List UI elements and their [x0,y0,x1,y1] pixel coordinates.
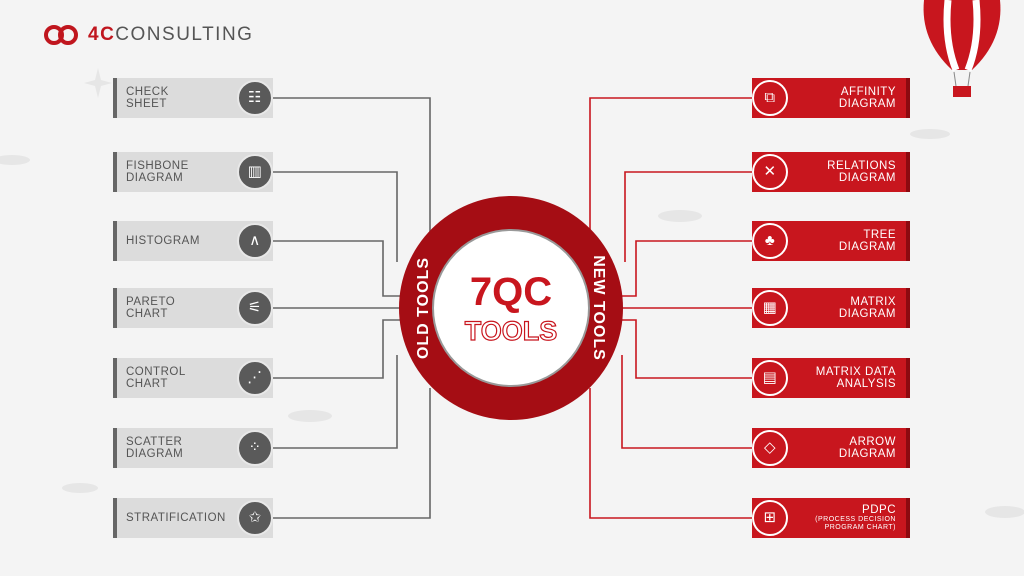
new-tool-item[interactable]: ⧉ AFFINITY DIAGRAM [752,78,910,118]
grid-icon: ▦ [752,290,788,326]
tool-label: ARROW DIAGRAM [838,436,896,460]
brand-name: 4CCONSULTING [88,24,254,45]
logo-icon [44,25,78,45]
new-tool-item[interactable]: ▤ MATRIX DATA ANALYSIS [752,358,910,398]
chat-star-icon: ✩ [237,500,273,536]
tool-label: AFFINITY DIAGRAM [838,86,896,110]
control-chart-icon: ⋰ [237,360,273,396]
new-tool-item[interactable]: ✕ RELATIONS DIAGRAM [752,152,910,192]
histogram-icon: ∧ [237,223,273,259]
scatter-icon: ⁘ [237,430,273,466]
flowchart-icon: ⊞ [752,500,788,536]
tool-label: RELATIONS DIAGRAM [827,160,896,184]
old-tools-label: OLD TOOLS [415,257,432,359]
tool-sublabel: (PROCESS DECISION PROGRAM CHART) [815,516,896,531]
network-icon: ✕ [752,154,788,190]
tool-label: TREE DIAGRAM [838,229,896,253]
tool-label: PARETO CHART [126,296,176,320]
sliders-icon: ⚟ [237,290,273,326]
tool-label: CHECK SHEET [126,86,169,110]
new-tool-item[interactable]: ◇ ARROW DIAGRAM [752,428,910,468]
old-tool-item[interactable]: SCATTER DIAGRAM ⁘ [113,428,273,468]
new-tools-label: NEW TOOLS [590,255,607,361]
center-title: 7QC [470,270,552,314]
new-tool-item[interactable]: ♣ TREE DIAGRAM [752,221,910,261]
old-tool-item[interactable]: PARETO CHART ⚟ [113,288,273,328]
new-tool-item[interactable]: ⊞ PDPC(PROCESS DECISION PROGRAM CHART) [752,498,910,538]
tool-label: MATRIX DIAGRAM [838,296,896,320]
old-tool-item[interactable]: CONTROL CHART ⋰ [113,358,273,398]
tool-label: PDPC [862,504,896,516]
tool-label: HISTOGRAM [126,235,200,247]
hierarchy-icon: ⧉ [752,80,788,116]
table-icon: ▤ [752,360,788,396]
checklist-icon: ☷ [237,80,273,116]
tool-label: SCATTER DIAGRAM [126,436,184,460]
tree-icon: ♣ [752,223,788,259]
arrow-diagram-icon: ◇ [752,430,788,466]
logo[interactable]: 4CCONSULTING [42,24,253,46]
tool-label: STRATIFICATION [126,512,226,524]
old-tool-item[interactable]: CHECK SHEET ☷ [113,78,273,118]
new-tool-item[interactable]: ▦ MATRIX DIAGRAM [752,288,910,328]
tool-label: FISHBONE DIAGRAM [126,160,189,184]
tool-label: MATRIX DATA ANALYSIS [815,366,896,390]
old-tool-item[interactable]: FISHBONE DIAGRAM ▥ [113,152,273,192]
bar-chart-icon: ▥ [237,154,273,190]
tool-label: CONTROL CHART [126,366,186,390]
balloon-icon [923,0,1001,97]
old-tool-item[interactable]: STRATIFICATION ✩ [113,498,273,538]
center-disc [432,229,590,387]
center-subtitle: TOOLS [465,316,558,346]
old-tool-item[interactable]: HISTOGRAM ∧ [113,221,273,261]
